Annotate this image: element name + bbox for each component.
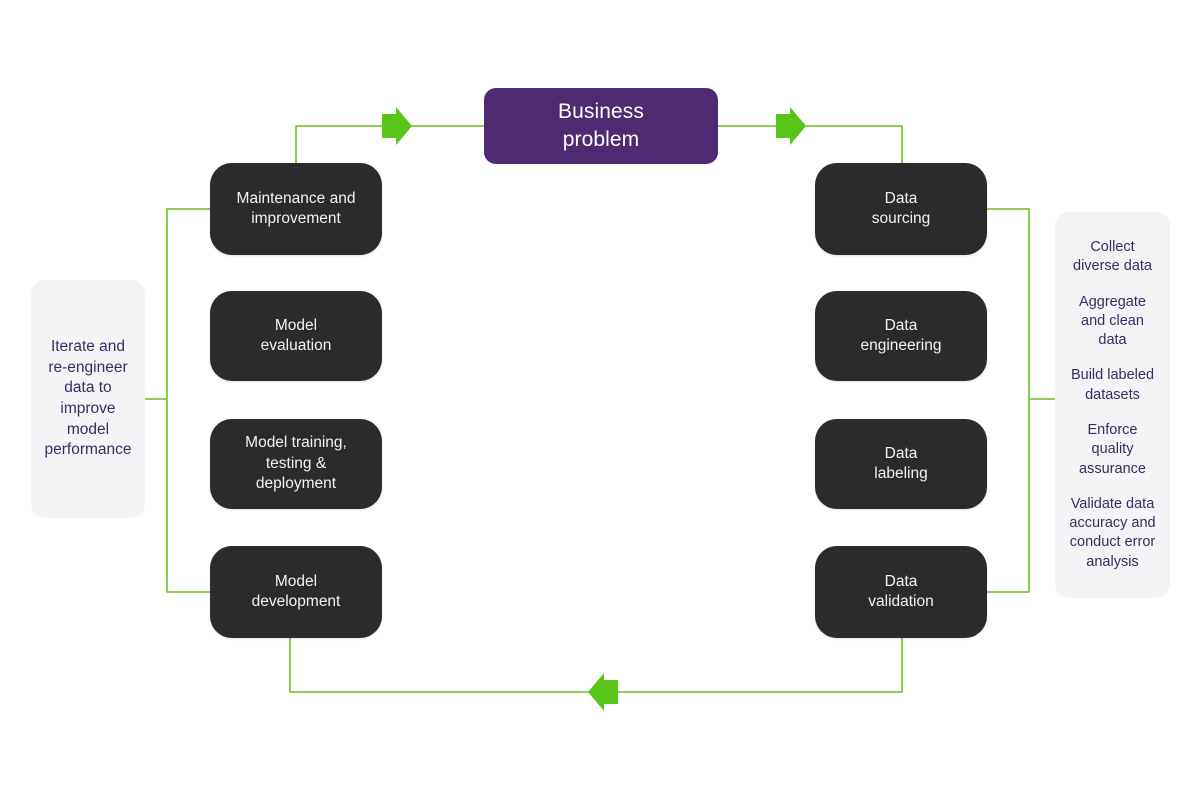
node-label: Data labeling — [874, 444, 928, 482]
node-label: Data sourcing — [871, 189, 931, 227]
business-problem-label: Business problem — [557, 100, 644, 151]
node-model-evaluation[interactable]: Model evaluation — [210, 291, 382, 381]
business-problem-node[interactable]: Business problem — [484, 88, 718, 164]
data-activity-item: Aggregate and clean data — [1079, 293, 1146, 349]
node-label: Data validation — [868, 572, 934, 610]
node-maintenance-and-improvement[interactable]: Maintenance and improvement — [210, 163, 382, 255]
data-activity-item: Build labeled datasets — [1070, 367, 1155, 403]
node-label: Model evaluation — [260, 316, 332, 354]
wire-hub-to-data-sourcing — [718, 125, 903, 163]
iterate-panel-label: Iterate and re-engineer data to improve … — [44, 338, 132, 459]
arrow-to-business-problem-icon — [382, 107, 412, 145]
wire-bottom-return — [289, 638, 903, 693]
arrow-bottom-return-icon — [588, 673, 618, 711]
iterate-panel: Iterate and re-engineer data to improve … — [31, 280, 145, 518]
node-data-validation[interactable]: Data validation — [815, 546, 987, 638]
arrow-from-business-problem-icon — [776, 107, 806, 145]
node-label: Model training, testing & deployment — [245, 434, 347, 493]
node-label: Model development — [251, 572, 341, 610]
wire-right-spine — [962, 208, 1030, 593]
node-label: Maintenance and improvement — [236, 189, 356, 227]
wire-left-spine — [166, 208, 237, 593]
node-data-sourcing[interactable]: Data sourcing — [815, 163, 987, 255]
node-model-development[interactable]: Model development — [210, 546, 382, 638]
node-data-labeling[interactable]: Data labeling — [815, 419, 987, 509]
data-activities-panel: Collect diverse data Aggregate and clean… — [1055, 212, 1170, 598]
data-activity-item: Collect diverse data — [1073, 239, 1152, 275]
data-activity-item: Enforce quality assurance — [1079, 422, 1146, 477]
node-data-engineering[interactable]: Data engineering — [815, 291, 987, 381]
data-activity-item: Validate data accuracy and conduct error… — [1069, 495, 1156, 570]
node-model-training-testing-deployment[interactable]: Model training, testing & deployment — [210, 419, 382, 509]
node-label: Data engineering — [860, 316, 942, 354]
